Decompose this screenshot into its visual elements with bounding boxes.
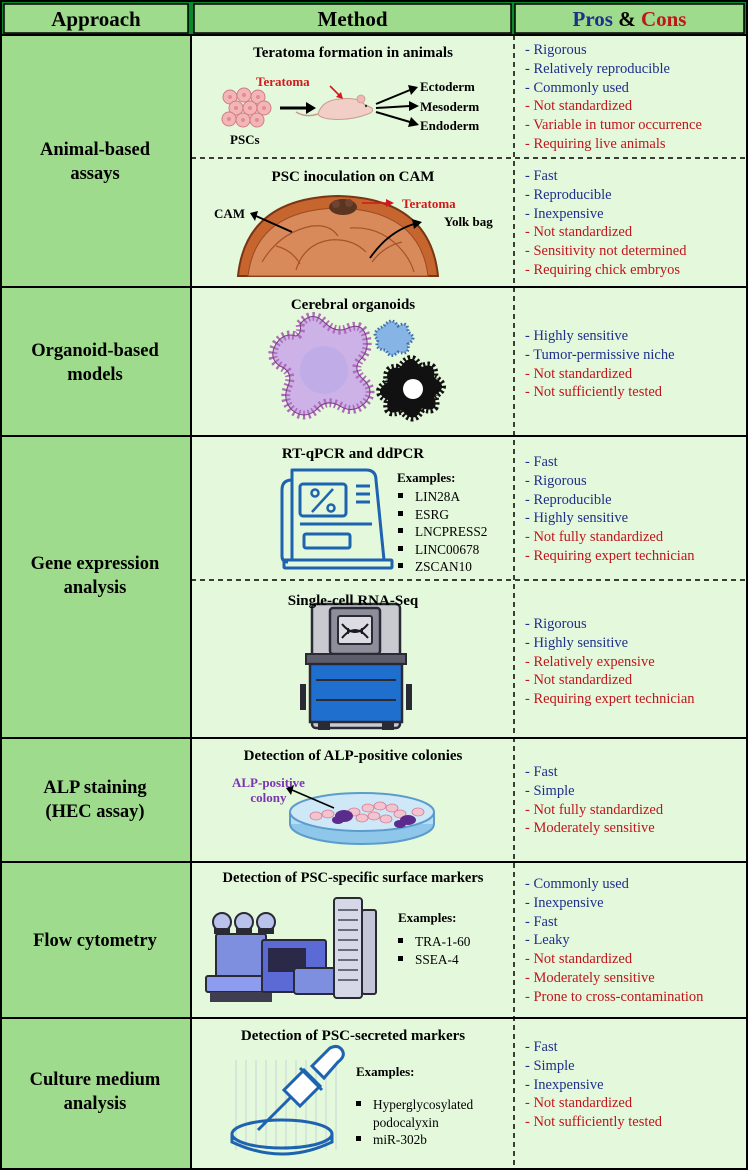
example-item: LINC00678 <box>398 541 487 559</box>
header-pros-cons: Pros & Cons <box>515 7 744 31</box>
method-title-organoids: Cerebral organoids <box>290 297 416 313</box>
header-cell-pros-cons <box>514 3 745 34</box>
example-item: LNCPRESS2 <box>398 523 487 541</box>
approach-label-flow-cytometry: Flow cytometry <box>33 931 157 951</box>
dna-helix-icon <box>341 623 369 639</box>
method-title-flow: Detection of PSC-specific surface marker… <box>222 870 484 886</box>
pscs-cell-cluster-icon <box>221 87 272 128</box>
method-title-scrnaseq: Single-cell RNA-Seq <box>287 593 419 609</box>
pros-cons-scrnaseq: - Rigorous- Highly sensitive - Relativel… <box>525 616 695 708</box>
mouse-icon <box>295 94 373 120</box>
approach-label-alp: ALP staining(HEC assay) <box>43 778 147 822</box>
examples-label-culture: Examples: <box>356 1064 415 1079</box>
example-item: SSEA-4 <box>398 951 470 969</box>
pros-cons-alp: - Fast- Simple - Not fully standardized-… <box>525 764 664 837</box>
pros-cons-organoids: - Highly sensitive- Tumor-permissive nic… <box>525 328 675 401</box>
example-item: ESRG <box>398 506 487 524</box>
pcr-machine-icon <box>280 468 394 570</box>
header-cell-method <box>193 3 512 34</box>
yolk-pointer-arrow <box>369 219 422 259</box>
alp-cells-icon <box>309 801 425 828</box>
examples-list-flow: TRA-1-60 SSEA-4 <box>398 933 470 968</box>
dashed-separators <box>191 35 747 1169</box>
label-endoderm: Endoderm <box>420 118 480 133</box>
pcr-percent-symbol <box>310 488 336 513</box>
method-title-cam: PSC inoculation on CAM <box>271 169 435 185</box>
example-item: TRA-1-60 <box>398 933 470 951</box>
germ-layer-arrows <box>375 85 419 127</box>
examples-label-rtqpcr: Examples: <box>397 470 456 485</box>
examples-list-culture: Hyperglycosylated podocalyxin miR-302b <box>356 1096 473 1149</box>
examples-list-rtqpcr: LIN28A ESRG LNCPRESS2 LINC00678 ZSCAN10 <box>398 488 487 576</box>
examples-label-flow: Examples: <box>398 910 457 925</box>
pros-cons-flow: - Commonly used- Inexpensive- Fast- Leak… <box>525 876 704 1005</box>
label-yolk-bag: Yolk bag <box>444 214 493 229</box>
pros-cons-teratoma: - Rigorous- Relatively reproducible- Com… <box>525 42 702 152</box>
label-teratoma-cam: Teratoma <box>402 196 456 211</box>
teratoma-pointer-arrow <box>329 85 343 99</box>
flow-cytometer-icon <box>205 897 377 1002</box>
label-ectoderm: Ectoderm <box>420 79 475 94</box>
example-item: miR-302b <box>356 1131 473 1149</box>
example-item: Hyperglycosylated <box>356 1096 473 1114</box>
header-amp: & <box>612 7 641 31</box>
pros-cons-culture: - Fast- Simple- Inexpensive - Not standa… <box>525 1039 663 1131</box>
label-pscs: PSCs <box>230 132 260 147</box>
method-title-culture: Detection of PSC-secreted markers <box>240 1028 466 1044</box>
method-title-teratoma: Teratoma formation in animals <box>253 45 453 61</box>
method-title-alp: Detection of ALP-positive colonies <box>243 748 463 764</box>
alp-pointer-arrow <box>286 785 335 809</box>
header-pros-word: Pros <box>572 7 613 31</box>
cerebral-organoid-small-blue-icon <box>373 319 415 357</box>
cerebral-organoid-large-icon <box>268 312 375 420</box>
approach-column-fill <box>1 35 191 1169</box>
cerebral-organoid-black-icon <box>376 355 446 422</box>
method-title-rtqpcr: RT-qPCR and ddPCR <box>281 446 425 462</box>
cam-teratoma-arrow <box>362 199 394 207</box>
header-cons-word: Cons <box>640 7 687 31</box>
header-method: Method <box>317 7 388 31</box>
label-teratoma-mouse: Teratoma <box>256 74 310 89</box>
chick-egg-cam-icon <box>236 194 440 277</box>
cam-pointer-arrow <box>250 211 293 233</box>
header-approach: Approach <box>51 7 141 31</box>
row-dividers <box>1 34 747 1019</box>
arrow-pscs-to-mouse <box>280 102 316 114</box>
label-cam: CAM <box>214 206 246 221</box>
header-cell-approach <box>3 3 189 34</box>
pros-cons-rtqpcr: - Fast- Rigorous- Reproducible- Highly s… <box>525 454 695 564</box>
example-item: LIN28A <box>398 488 487 506</box>
example-item: ZSCAN10 <box>398 558 487 576</box>
sequencer-machine-icon <box>300 602 412 730</box>
label-mesoderm: Mesoderm <box>420 99 480 114</box>
pros-cons-cam: - Fast- Reproducible- Inexpensive - Not … <box>525 168 687 278</box>
example-item: podocalyxin <box>373 1114 439 1130</box>
dropper-and-dish-icon <box>230 1044 345 1156</box>
